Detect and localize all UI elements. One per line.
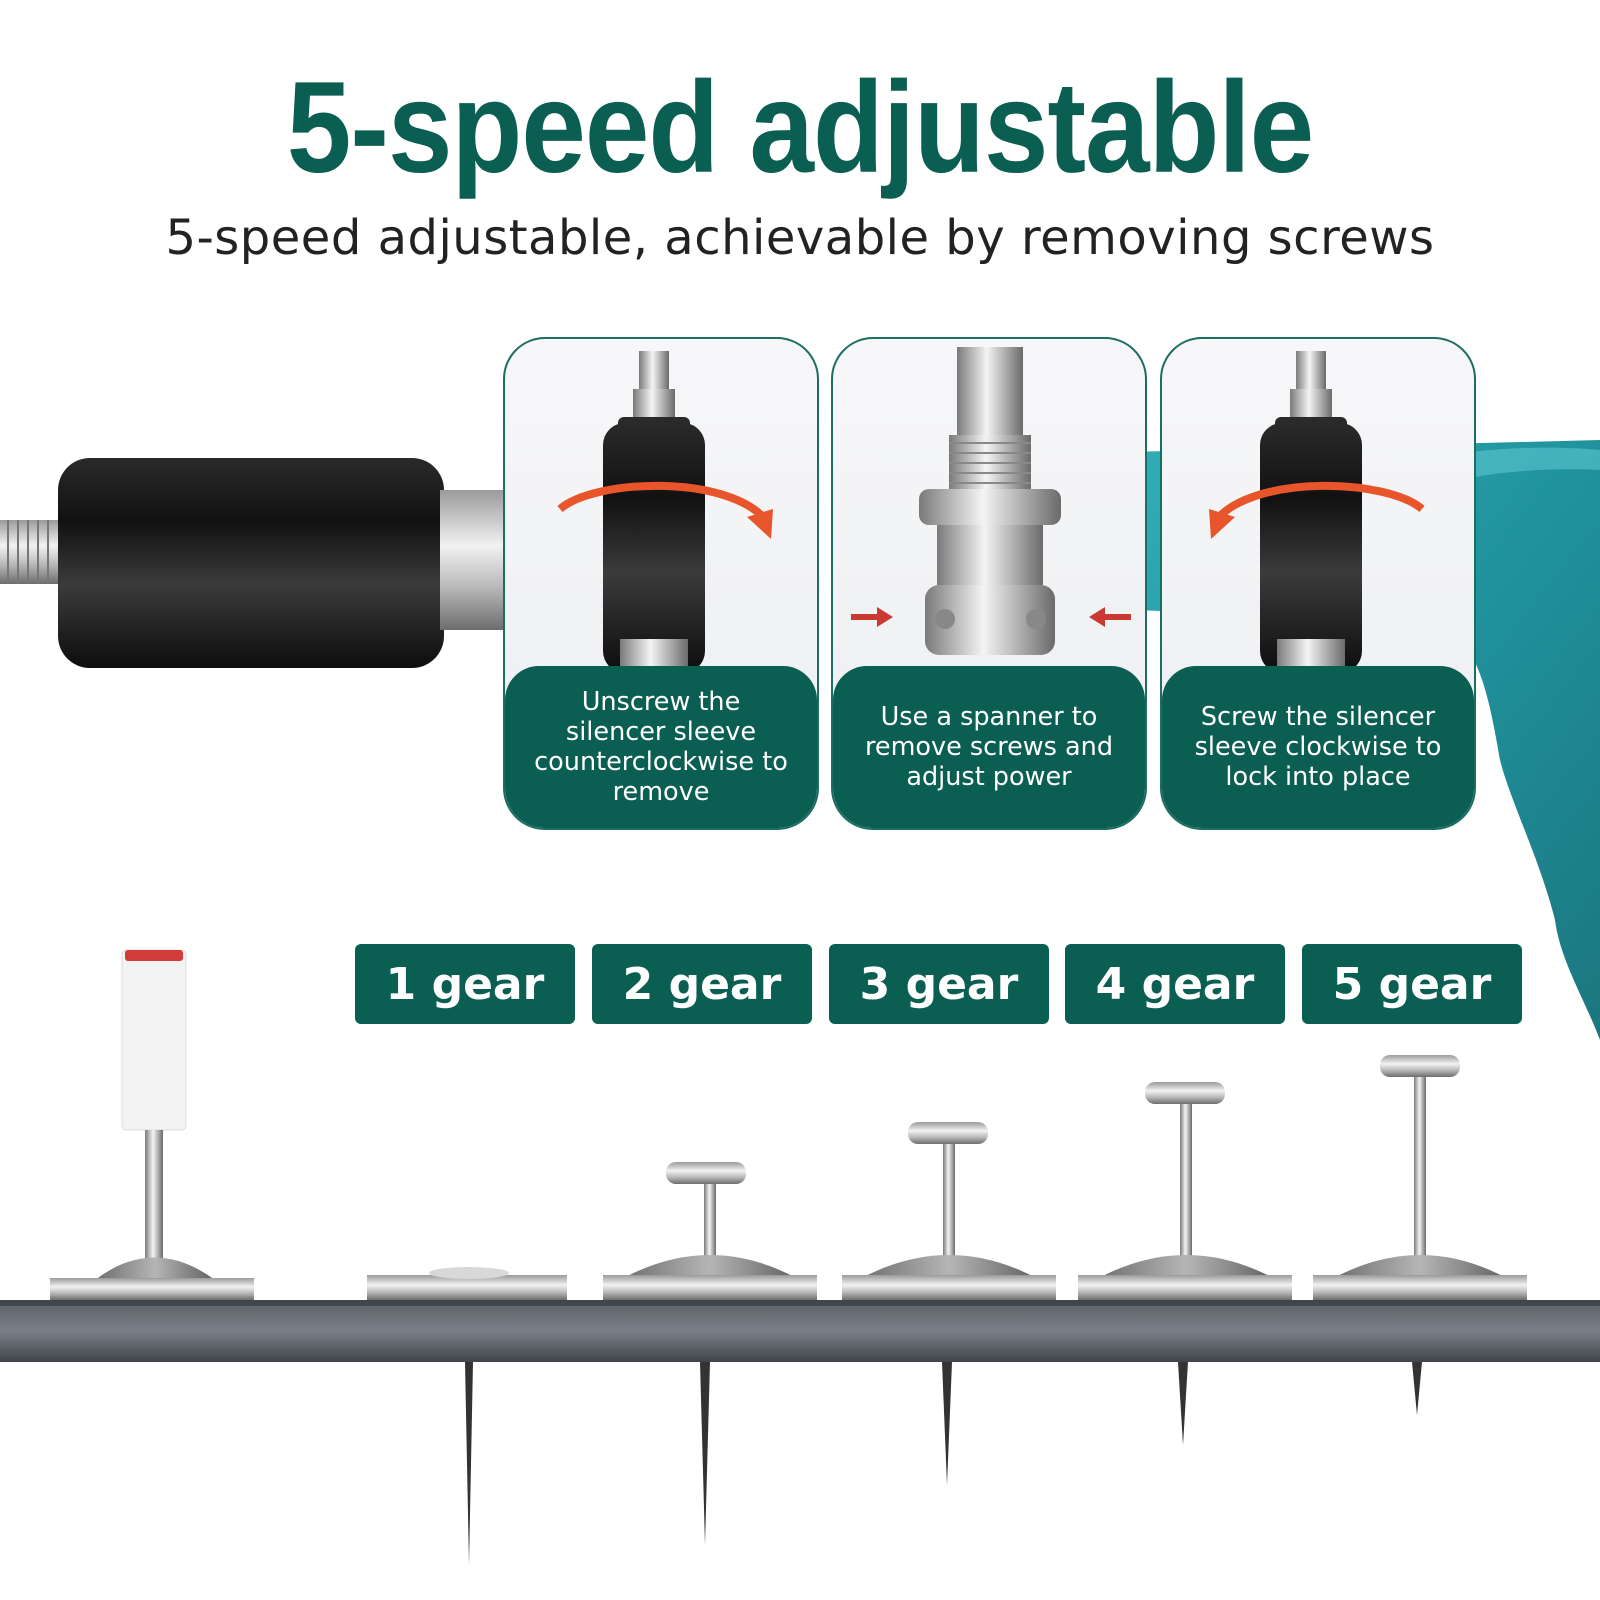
nail-gear-5 <box>1313 1055 1527 1415</box>
step-caption: Screw the silencer sleeve clockwise to l… <box>1194 702 1442 792</box>
unscrew-illustration <box>557 351 773 679</box>
gear-label-4: 4 gear <box>1065 944 1285 1024</box>
nail-gear-3 <box>842 1122 1056 1485</box>
gear-label-1: 1 gear <box>355 944 575 1024</box>
page-title: 5-speed adjustable <box>286 54 1314 200</box>
spanner-illustration <box>851 347 1131 655</box>
step-caption-box: Use a spanner to remove screws and adjus… <box>833 666 1145 828</box>
step-card-spanner: Use a spanner to remove screws and adjus… <box>831 337 1147 830</box>
gear-label-3: 3 gear <box>829 944 1049 1024</box>
step-caption: Use a spanner to remove screws and adjus… <box>864 702 1114 792</box>
step-card-screw-on: Screw the silencer sleeve clockwise to l… <box>1160 337 1476 830</box>
surface-board <box>0 1300 1600 1362</box>
gear-label-5: 5 gear <box>1302 944 1522 1024</box>
nail-gear-2 <box>603 1162 817 1545</box>
nozzle <box>0 458 510 668</box>
page-subtitle: 5-speed adjustable, achievable by removi… <box>165 210 1435 266</box>
nail-gear-1 <box>367 1267 567 1565</box>
step-card-unscrew: Unscrew the silencer sleeve counterclock… <box>503 337 819 830</box>
gear-label-2: 2 gear <box>592 944 812 1024</box>
step-caption-box: Screw the silencer sleeve clockwise to l… <box>1162 666 1474 828</box>
pin-with-cap <box>50 949 254 1300</box>
step-caption: Unscrew the silencer sleeve counterclock… <box>534 687 788 807</box>
nail-gear-4 <box>1078 1082 1292 1445</box>
step-caption-box: Unscrew the silencer sleeve counterclock… <box>505 666 817 828</box>
